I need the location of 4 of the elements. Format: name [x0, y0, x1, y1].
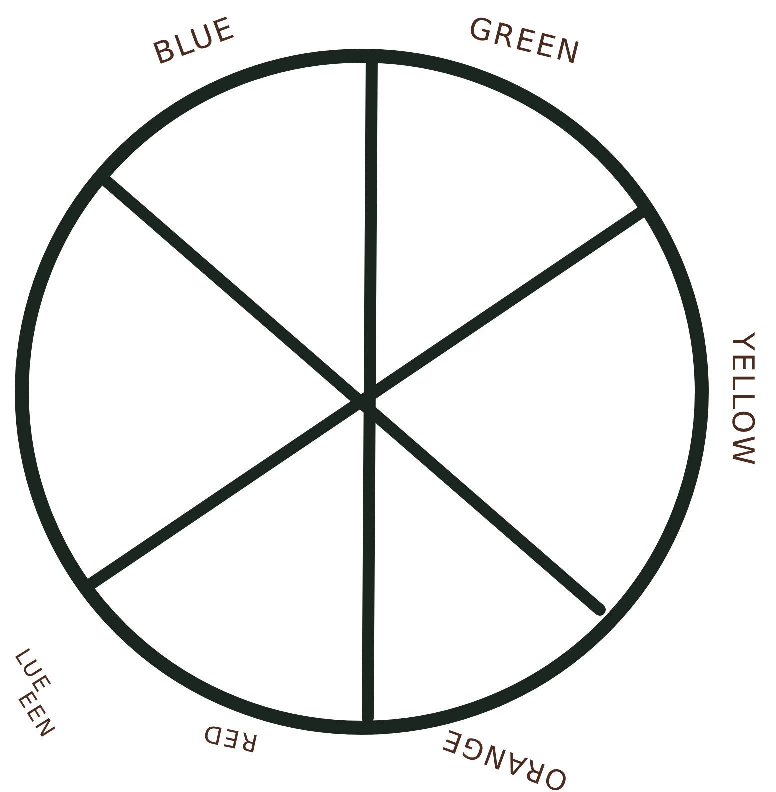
segment-label: GREEN — [466, 14, 584, 70]
segment-label: YELLOW — [727, 332, 757, 468]
segment-label: RED — [200, 720, 260, 756]
segment-label: BLUE — [150, 13, 240, 71]
